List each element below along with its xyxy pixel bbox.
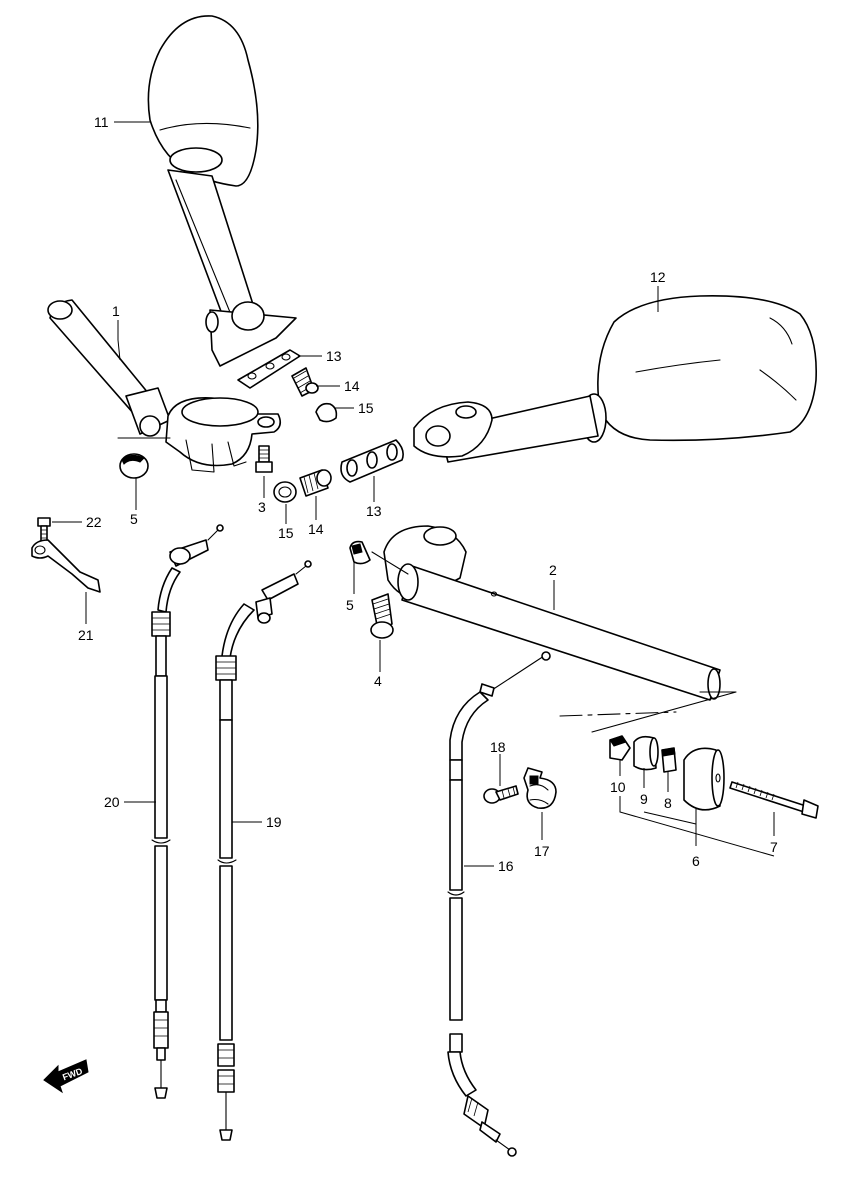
part-2-right-handlebar [371, 525, 737, 733]
part-20-throttle-cable [151, 524, 224, 1099]
callout-21: 21 [78, 627, 94, 643]
part-15-mirror-cap-lower [273, 481, 297, 503]
part-14-adapter-bolt-upper [291, 367, 319, 397]
part-13-mount-plate-upper [237, 349, 301, 389]
callout-19: 19 [266, 814, 282, 830]
part-16-clutch-cable [447, 651, 551, 1157]
callout-5-right: 5 [346, 597, 354, 613]
callout-20: 20 [104, 794, 120, 810]
part-18-clamp-bolt [483, 785, 519, 804]
callout-8: 8 [664, 795, 672, 811]
callout-2: 2 [549, 562, 557, 578]
fwd-arrow-icon: FWD [43, 1059, 89, 1094]
callout-9: 9 [640, 791, 648, 807]
callout-17: 17 [534, 843, 550, 859]
part-21-cable-bracket [31, 539, 101, 593]
part-1-left-handlebar [47, 299, 282, 473]
part-10-bar-end-nut [609, 735, 631, 761]
callout-16: 16 [498, 858, 514, 874]
callout-13-lower: 13 [366, 503, 382, 519]
callout-14-lower: 14 [308, 521, 324, 537]
part-4-handlebar-bolt [370, 593, 394, 639]
callout-6: 6 [692, 853, 700, 869]
part-17-cable-clamp [523, 767, 557, 809]
part-8-bar-end-washer [661, 747, 677, 773]
part-6-bar-end-weight [683, 747, 725, 811]
part-19-return-cable [215, 560, 312, 1141]
part-5-bar-plug-right [349, 540, 371, 565]
part-13-mount-plate-lower [340, 439, 404, 483]
part-14-adapter-bolt-lower [299, 469, 332, 497]
callout-15-lower: 15 [278, 525, 294, 541]
callout-1: 1 [112, 303, 120, 319]
leader-lines [52, 121, 775, 867]
part-7-bar-end-screw [729, 781, 819, 819]
callout-22: 22 [86, 514, 102, 530]
part-9-bar-end-rubber [633, 735, 659, 771]
callout-15-upper: 15 [358, 400, 374, 416]
part-11-left-mirror [147, 15, 297, 367]
callout-4: 4 [374, 673, 382, 689]
callout-13-upper: 13 [326, 348, 342, 364]
callout-11: 11 [94, 114, 109, 130]
callout-10: 10 [610, 779, 626, 795]
part-22-bracket-bolt [37, 517, 51, 547]
callout-14-upper: 14 [344, 378, 360, 394]
part-3-clamp-bolt [255, 445, 273, 473]
callout-3: 3 [258, 499, 266, 515]
callout-12: 12 [650, 269, 666, 285]
callout-5-left: 5 [130, 511, 138, 527]
callout-7: 7 [770, 839, 778, 855]
part-12-right-mirror [413, 295, 817, 463]
callout-18: 18 [490, 739, 506, 755]
callout-labels: 11 12 1 13 14 15 5 3 15 14 13 22 21 2 5 … [78, 114, 778, 874]
part-15-mirror-cap-upper [315, 402, 338, 423]
part-5-bar-plug-left [119, 453, 149, 479]
